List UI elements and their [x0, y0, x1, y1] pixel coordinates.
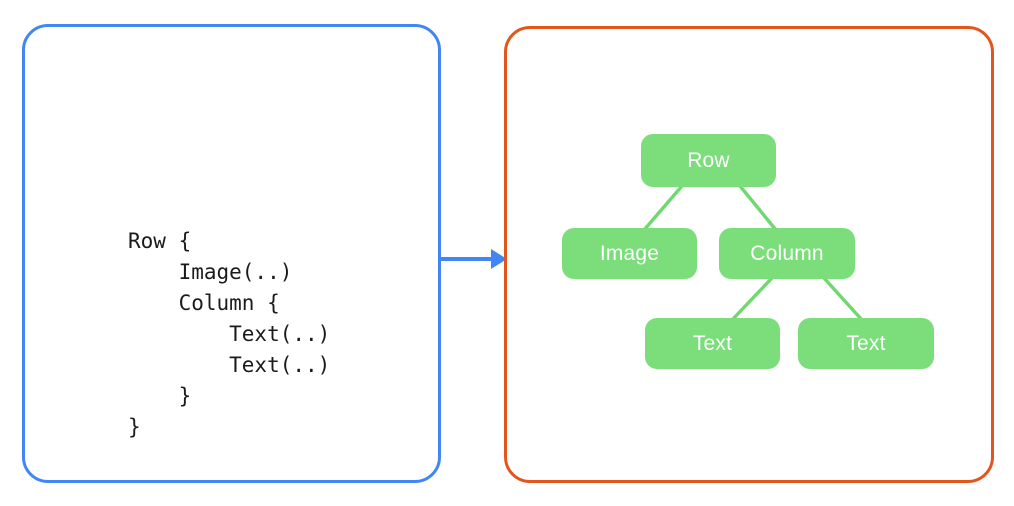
tree-edges: [642, 184, 864, 322]
tree-node-image[interactable]: Image: [562, 228, 697, 279]
edge-column-text2: [822, 276, 864, 322]
tree-node-column[interactable]: Column: [719, 228, 855, 279]
edge-column-text1: [730, 276, 774, 322]
code-snippet: Row { Image(..) Column { Text(..) Text(.…: [128, 229, 331, 439]
edge-row-column: [738, 184, 778, 232]
code-panel: Row { Image(..) Column { Text(..) Text(.…: [22, 24, 441, 483]
tree-node-text-1[interactable]: Text: [645, 318, 780, 369]
arrow-right-icon: [436, 238, 510, 280]
edge-row-image: [642, 184, 684, 232]
widget-tree: Row Image Column Text Text: [504, 26, 994, 483]
tree-node-text-2[interactable]: Text: [798, 318, 934, 369]
tree-node-row[interactable]: Row: [641, 134, 776, 187]
